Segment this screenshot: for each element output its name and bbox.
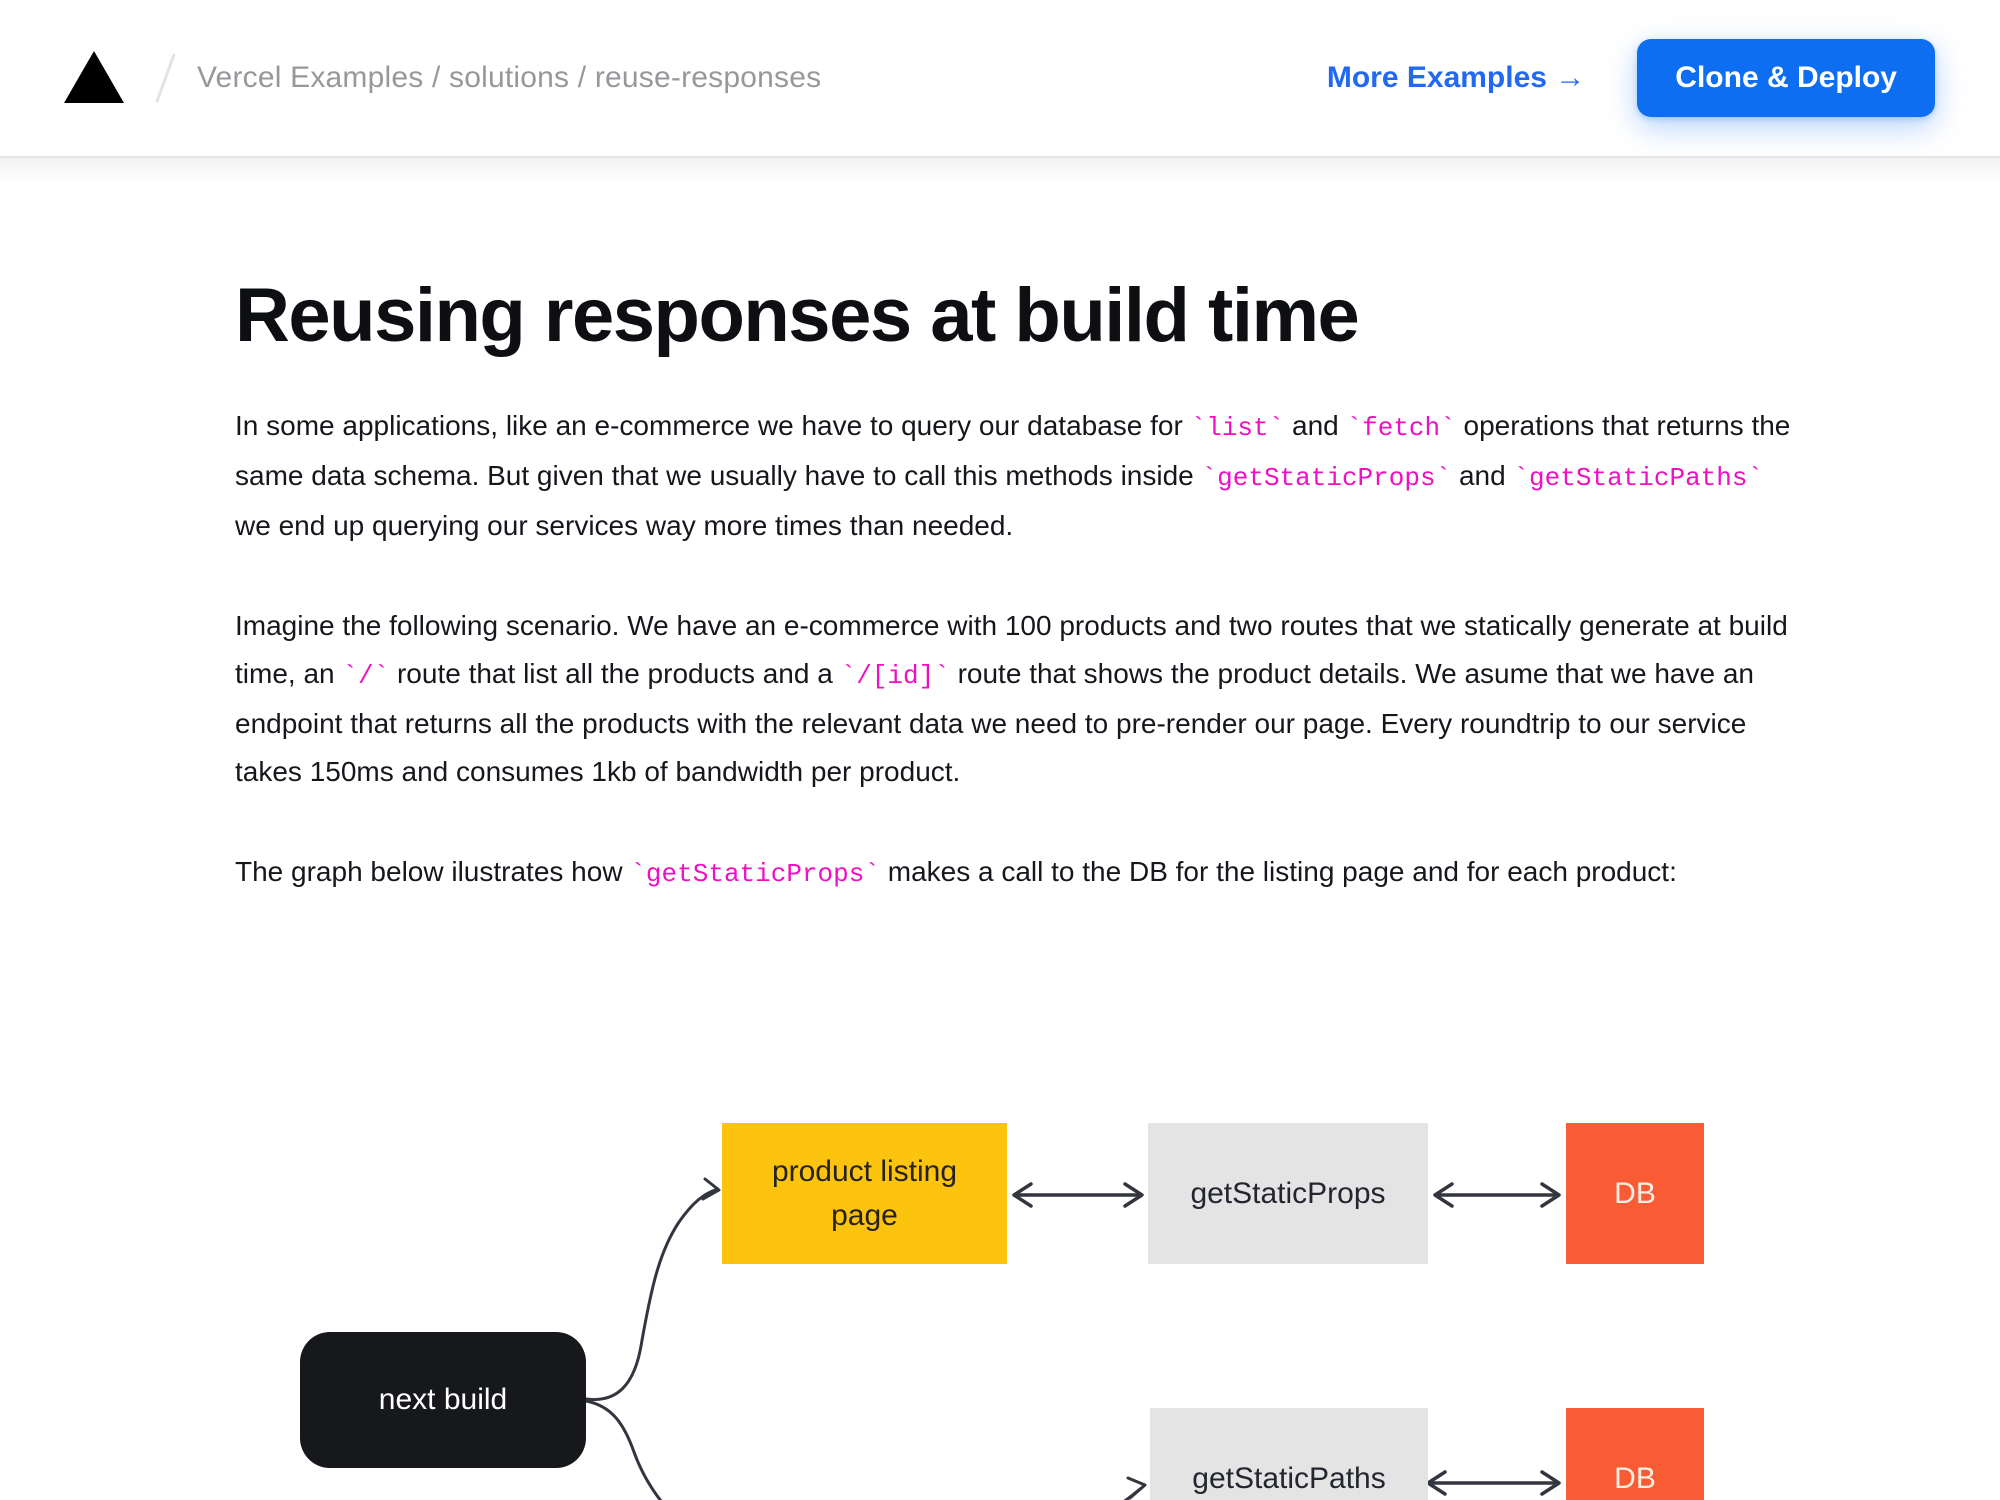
paragraph-text: and [1284,409,1347,441]
paragraph: The graph below ilustrates how `getStati… [235,848,1800,898]
site-header: Vercel Examples / solutions / reuse-resp… [0,0,2000,182]
diagram-node-get-static-paths: getStaticPaths [1150,1408,1428,1500]
paragraph-text: operations that returns the same data sc… [235,409,1791,491]
diagram-node-db-top: DB [1566,1123,1704,1264]
diagram-node-get-static-props: getStaticProps [1148,1123,1428,1264]
diagram-node-product-listing-page: product listing page [722,1123,1007,1264]
curve-build-paths [584,1399,1142,1500]
inline-code: `fetch` [1346,412,1456,443]
paragraph-text: The graph below ilustrates how [235,855,631,887]
build-flow-diagram: next build product listing page getStati… [0,1123,2000,1500]
inline-code: `/[id]` [840,660,950,691]
breadcrumb[interactable]: Vercel Examples / solutions / reuse-resp… [197,61,822,94]
paragraph-text: route that list all the products and a [389,657,841,689]
inline-code: `getStaticProps` [1201,462,1452,493]
page-title: Reusing responses at build time [235,273,1360,358]
paragraph-text: In some applications, like an e-commerce… [235,409,1191,441]
vercel-triangle-icon[interactable] [64,51,124,103]
curve-build-listing [584,1188,717,1402]
article: Reusing responses at build time In some … [0,274,2000,898]
inline-code: `list` [1190,412,1285,443]
inline-code: `getStaticProps` [630,858,880,889]
paragraph-text: and [1451,459,1514,491]
paragraph-text: Imagine the following scenario. We have … [235,609,1788,689]
paragraph: In some applications, like an e-commerce… [235,402,1800,550]
header-actions: More Examples → Clone & Deploy [1327,39,1935,117]
inline-code: `/` [342,660,390,691]
breadcrumb-divider [155,53,176,103]
inline-code: `getStaticPaths` [1513,462,1764,493]
diagram-node-db-bottom: DB [1566,1408,1704,1500]
paragraph: Imagine the following scenario. We have … [235,602,1800,796]
paragraph-text: route that shows the product details. We… [235,657,1754,787]
more-examples-link[interactable]: More Examples → [1326,61,1586,94]
paragraph-text: we end up querying our services way more… [235,509,1014,541]
clone-deploy-button[interactable]: Clone & Deploy [1637,39,1935,117]
paragraph-text: makes a call to the DB for the listing p… [879,855,1677,887]
diagram-node-next-build: next build [300,1332,586,1468]
